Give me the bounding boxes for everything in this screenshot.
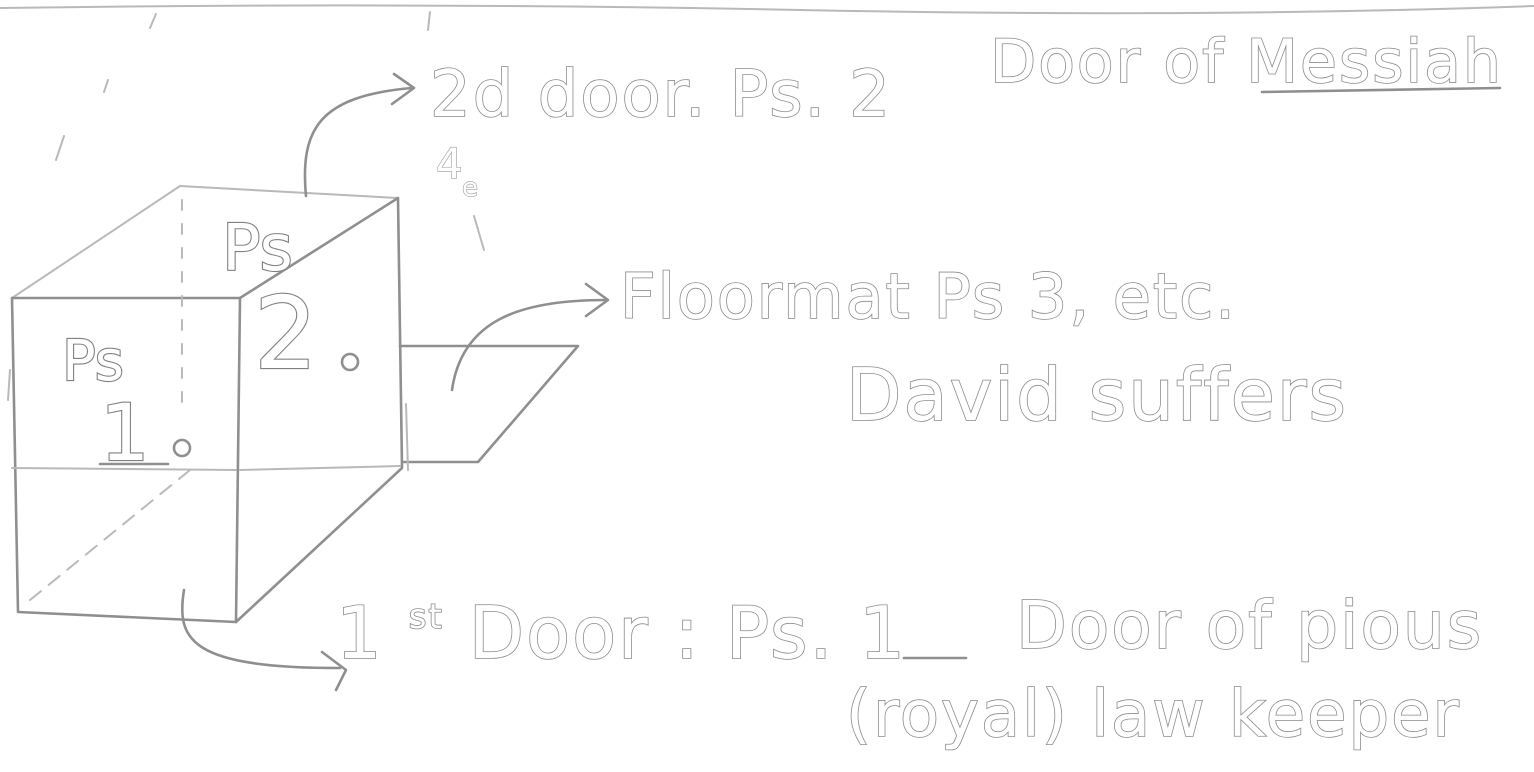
box-front-ps-label: Ps (62, 329, 124, 394)
box-side-cross (239, 465, 401, 471)
box-left-tick (7, 369, 11, 401)
floormat-label: Floormat Ps 3, etc. (620, 260, 1237, 333)
first-door-ordinal-suffix: st (409, 597, 444, 637)
box-top-ps-label: Ps (222, 212, 293, 286)
second-door-note-a: 4 (436, 139, 463, 188)
floormat-tick (405, 403, 409, 471)
box-front-cross (11, 467, 237, 471)
box-side-knob (340, 352, 360, 372)
first-door-number: 1 (859, 591, 907, 675)
royal-law-keeper-label: (royal) law keeper (846, 678, 1461, 752)
second-door-label: 2d door. Ps. 2 (430, 58, 892, 132)
door-of-prefix: Door of (990, 27, 1246, 97)
stray-mark (427, 11, 431, 31)
messiah-word: Messiah (1246, 27, 1503, 97)
second-door-arrowhead (390, 72, 416, 106)
first-door-text: Door : Ps. (469, 591, 835, 675)
second-door-note-b: e (462, 173, 478, 203)
page-top-edge (0, 4, 1534, 15)
door-of-messiah-label: Door of Messiah (990, 27, 1503, 97)
box-drawing (7, 185, 404, 624)
floormat-arrowhead (584, 282, 610, 318)
second-door-arrow (303, 86, 414, 198)
stray-mark (103, 79, 109, 93)
box-front-number-label: 1 (100, 389, 150, 479)
box-front-knob (172, 438, 192, 458)
first-door-arrow (180, 588, 342, 670)
second-door-note-mark (473, 215, 485, 251)
floormat-arrow (450, 298, 608, 392)
first-door-arrowhead (320, 650, 348, 692)
box-side-number-label: 2 (254, 275, 318, 392)
box-side-face (234, 196, 404, 624)
first-door-ordinal: 1 (336, 591, 384, 675)
door-of-pious-label: Door of pious (1016, 587, 1483, 664)
david-suffers-label: David suffers (846, 353, 1348, 437)
floormat-shape (398, 344, 580, 464)
stray-mark (55, 135, 65, 161)
stray-mark (149, 13, 157, 29)
first-door-label: 1 st Door : Ps. 1 (336, 561, 907, 675)
box-hidden-edge (29, 469, 191, 601)
box-top-face (11, 185, 399, 299)
messiah-underline (1260, 86, 1502, 94)
